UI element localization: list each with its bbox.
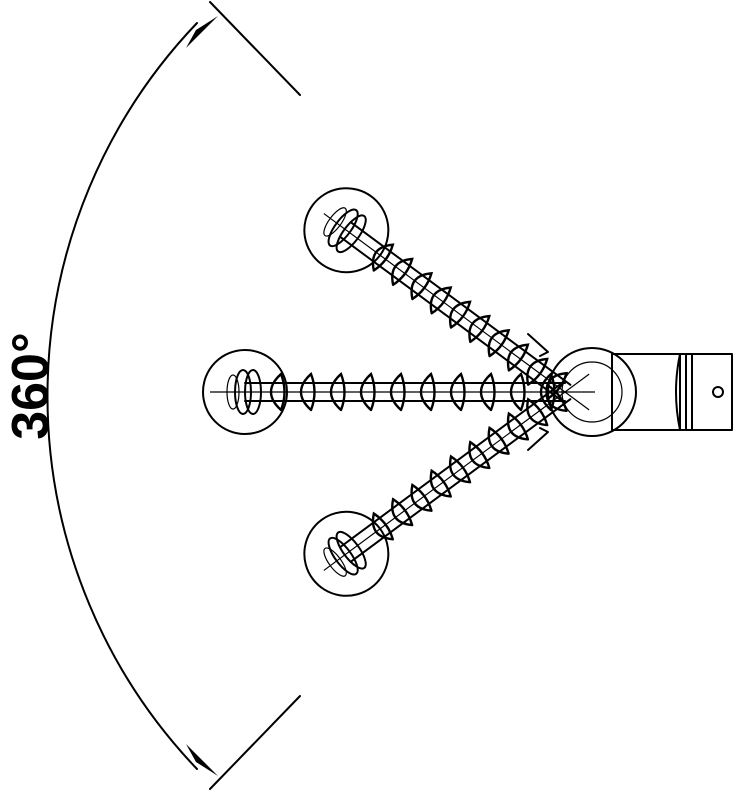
arm-end-disc <box>303 187 390 274</box>
rotation-arc <box>46 22 198 770</box>
arm-end-cap-3 <box>226 374 240 410</box>
arm-end-cap-1 <box>335 214 367 254</box>
arm-centerline <box>323 373 590 571</box>
extension-line-top <box>209 1 301 96</box>
housing-body <box>611 353 733 431</box>
rotation-angle-label: 360° <box>2 332 60 440</box>
arrowhead-bottom <box>186 744 218 776</box>
arm-end-cap-1 <box>335 530 367 570</box>
arm-end-cap-2 <box>234 369 252 415</box>
mounting-housing <box>547 347 733 437</box>
rotation-dimension: 360° <box>2 1 301 790</box>
arm-end-cap-2 <box>327 536 359 576</box>
arm-end-disc <box>303 510 390 597</box>
spring-arm-middle <box>202 349 595 435</box>
coil-spring <box>269 371 556 412</box>
arrowhead-top <box>186 16 218 48</box>
arm-end-disc <box>202 349 288 435</box>
arm-end-cap-3 <box>323 207 347 237</box>
spring-arm-lower <box>303 373 590 597</box>
arm-end-cap-2 <box>327 208 359 248</box>
extension-line-bottom <box>209 695 301 790</box>
arm-end-cap-1 <box>244 369 262 415</box>
coil-spring <box>371 383 568 541</box>
arm-root-details <box>527 333 549 451</box>
housing-screw-hole <box>712 386 724 398</box>
arm-end-cap-3 <box>323 547 347 577</box>
housing-rim <box>675 353 681 431</box>
